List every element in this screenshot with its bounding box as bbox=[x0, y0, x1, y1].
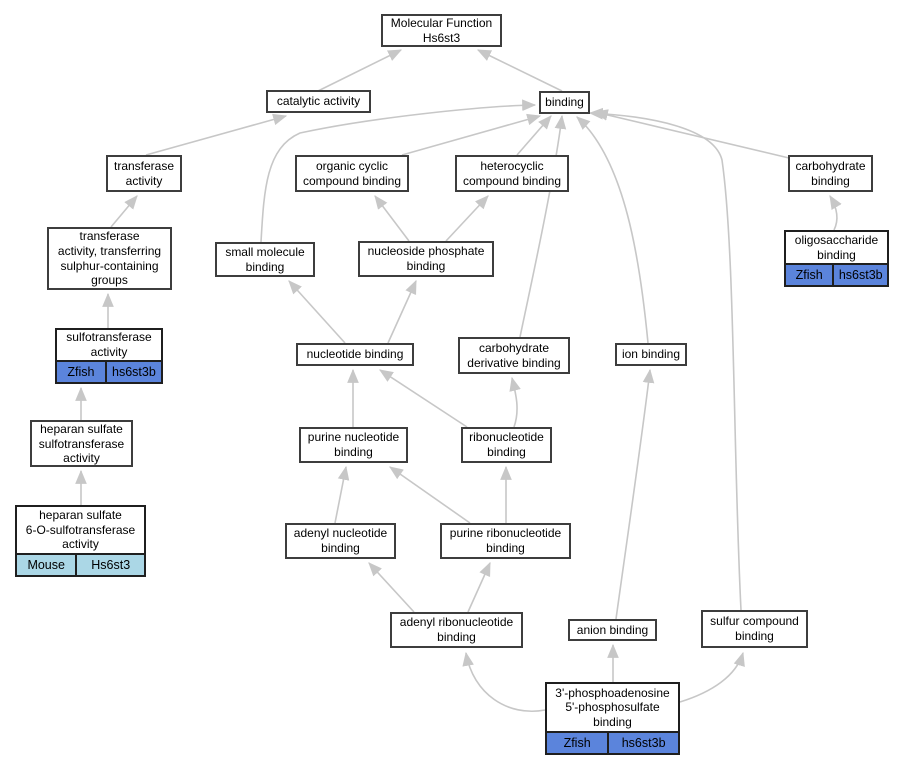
node-carbohydrate-binding[interactable]: carbohydrate binding bbox=[788, 155, 873, 192]
edge-small-molecule-to-binding bbox=[260, 99, 537, 243]
edge-heterocyclic-to-binding bbox=[516, 115, 552, 156]
term-label: nucleoside phosphate binding bbox=[367, 244, 485, 273]
node-molecular-function[interactable]: Molecular Function Hs6st3 bbox=[381, 14, 502, 47]
edge-adenyl-ribonucleotide-to-adenyl-nucleotide bbox=[368, 562, 415, 613]
term-label: anion binding bbox=[576, 622, 649, 637]
node-transferase-sulphur-groups[interactable]: transferase activity, transferring sulph… bbox=[47, 227, 172, 290]
node-oligosaccharide-binding[interactable]: oligosaccharide binding Zfish hs6st3b bbox=[784, 230, 889, 287]
term-label: organic cyclic compound binding bbox=[302, 158, 402, 188]
node-adenyl-ribonucleotide-binding[interactable]: adenyl ribonucleotide binding bbox=[390, 612, 523, 648]
term-label: heparan sulfate 6-O-sulfotransferase act… bbox=[25, 508, 136, 552]
edge-transferase-activity-to-catalytic-activity bbox=[145, 113, 288, 156]
edge-carbohydrate-derivative-to-binding bbox=[519, 114, 567, 338]
term-label: oligosaccharide binding bbox=[794, 232, 879, 262]
term-label: heparan sulfate sulfotransferase activit… bbox=[38, 422, 125, 466]
node-ion-binding[interactable]: ion binding bbox=[615, 343, 687, 366]
term-label: purine ribonucleotide binding bbox=[449, 526, 562, 555]
node-transferase-activity[interactable]: transferase activity bbox=[106, 155, 182, 192]
node-catalytic-activity[interactable]: catalytic activity bbox=[266, 90, 371, 113]
edge-binding-to-molecular-function bbox=[476, 49, 563, 92]
edge-adenyl-ribonucleotide-to-purine-ribonucleotide bbox=[467, 561, 491, 613]
species-gene-cell: hs6st3b bbox=[832, 265, 887, 285]
node-purine-ribonucleotide-binding[interactable]: purine ribonucleotide binding bbox=[440, 523, 571, 559]
term-label: adenyl ribonucleotide binding bbox=[399, 615, 514, 644]
node-purine-nucleotide-binding[interactable]: purine nucleotide binding bbox=[299, 427, 408, 463]
species-row: Zfish hs6st3b bbox=[786, 263, 887, 285]
edge-purine-ribonucleotide-to-purine-nucleotide bbox=[389, 466, 471, 524]
node-heparan-sulfate-sulfotransferase[interactable]: heparan sulfate sulfotransferase activit… bbox=[30, 420, 133, 467]
species-organism-cell: Zfish bbox=[547, 733, 608, 753]
term-label: sulfur compound binding bbox=[710, 614, 799, 643]
edge-oligosaccharide-to-carbohydrate-binding bbox=[829, 194, 842, 231]
term-label: ribonucleotide binding bbox=[469, 430, 544, 459]
term-label: nucleotide binding bbox=[306, 347, 404, 362]
node-small-molecule-binding[interactable]: small molecule binding bbox=[215, 242, 315, 277]
species-gene-cell: hs6st3b bbox=[607, 733, 678, 753]
species-row: Zfish hs6st3b bbox=[547, 731, 678, 753]
edge-organic-cyclic-to-binding bbox=[401, 113, 542, 156]
term-label: sulfotransferase activity bbox=[66, 330, 152, 359]
term-label: transferase activity, transferring sulph… bbox=[57, 229, 162, 288]
edge-paps-to-adenyl-ribonucleotide bbox=[462, 651, 546, 712]
edge-transferase-sulphur-to-transferase-activity bbox=[110, 195, 138, 228]
term-label: carbohydrate binding bbox=[795, 158, 866, 188]
node-sulfotransferase-activity[interactable]: sulfotransferase activity Zfish hs6st3b bbox=[55, 328, 163, 384]
edge-nucleotide-to-small-molecule bbox=[288, 280, 346, 344]
species-organism-cell: Mouse bbox=[17, 555, 76, 575]
edge-sulfur-compound-to-binding bbox=[588, 107, 742, 611]
node-paps-binding[interactable]: 3'-phosphoadenosine 5'-phosphosulfate bi… bbox=[545, 682, 680, 755]
term-label: carbohydrate derivative binding bbox=[467, 340, 561, 370]
species-organism-cell: Zfish bbox=[786, 265, 833, 285]
node-sulfur-compound-binding[interactable]: sulfur compound binding bbox=[701, 610, 808, 648]
term-label: 3'-phosphoadenosine 5'-phosphosulfate bi… bbox=[555, 685, 670, 729]
edge-ion-binding-to-binding bbox=[576, 116, 649, 344]
term-label: binding bbox=[545, 95, 584, 110]
term-label: catalytic activity bbox=[276, 94, 361, 109]
edge-carbohydrate-binding-to-binding bbox=[593, 109, 790, 159]
species-row: Mouse Hs6st3 bbox=[17, 553, 144, 575]
species-gene-cell: Hs6st3 bbox=[75, 555, 144, 575]
node-organic-cyclic-compound-binding[interactable]: organic cyclic compound binding bbox=[295, 155, 409, 192]
edge-catalytic-activity-to-molecular-function bbox=[317, 49, 403, 92]
node-heparan-sulfate-6-o-sulfotransferase[interactable]: heparan sulfate 6-O-sulfotransferase act… bbox=[15, 505, 146, 577]
node-heterocyclic-compound-binding[interactable]: heterocyclic compound binding bbox=[455, 155, 569, 192]
term-label: heterocyclic compound binding bbox=[462, 158, 562, 188]
node-anion-binding[interactable]: anion binding bbox=[568, 619, 657, 641]
species-gene-cell: hs6st3b bbox=[104, 362, 161, 382]
term-label: transferase activity bbox=[113, 158, 175, 188]
term-label: Molecular Function Hs6st3 bbox=[390, 16, 493, 45]
node-adenyl-nucleotide-binding[interactable]: adenyl nucleotide binding bbox=[285, 523, 396, 559]
species-organism-cell: Zfish bbox=[57, 362, 105, 382]
node-carbohydrate-derivative-binding[interactable]: carbohydrate derivative binding bbox=[458, 337, 570, 374]
species-row: Zfish hs6st3b bbox=[57, 360, 161, 382]
edge-anion-to-ion bbox=[615, 368, 655, 620]
edge-adenyl-nucleotide-to-purine-nucleotide bbox=[334, 465, 350, 524]
node-ribonucleotide-binding[interactable]: ribonucleotide binding bbox=[461, 427, 552, 463]
edge-nucleoside-phosphate-to-heterocyclic bbox=[445, 195, 489, 242]
node-nucleotide-binding[interactable]: nucleotide binding bbox=[296, 343, 414, 366]
term-label: purine nucleotide binding bbox=[307, 430, 400, 459]
edge-ribonucleotide-to-carbohydrate-derivative bbox=[509, 376, 521, 428]
term-label: ion binding bbox=[621, 347, 681, 362]
edge-nucleoside-phosphate-to-organic-cyclic bbox=[374, 195, 410, 242]
node-binding[interactable]: binding bbox=[539, 91, 590, 114]
edge-paps-to-sulfur-compound bbox=[679, 651, 745, 703]
term-label: adenyl nucleotide binding bbox=[293, 526, 388, 555]
edge-nucleotide-to-nucleoside-phosphate bbox=[387, 279, 417, 344]
node-nucleoside-phosphate-binding[interactable]: nucleoside phosphate binding bbox=[358, 241, 494, 277]
term-label: small molecule binding bbox=[225, 244, 305, 274]
edge-ribonucleotide-to-nucleotide bbox=[379, 369, 468, 428]
